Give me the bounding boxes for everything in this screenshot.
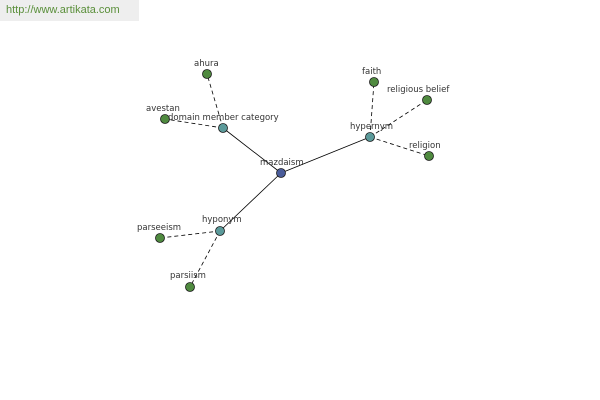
edge-hypernym-religion bbox=[369, 136, 430, 157]
node-label-root: mazdaism bbox=[260, 158, 304, 168]
node-label-relation-hyponym: hyponym bbox=[202, 215, 242, 225]
node-label-relation-domain-member-category: domain member category bbox=[168, 113, 279, 123]
node-label-leaf-avestan: avestan bbox=[146, 104, 180, 114]
edge-root-hypernym bbox=[280, 136, 371, 174]
node-leaf-parseeism[interactable] bbox=[155, 233, 165, 243]
node-leaf-faith[interactable] bbox=[369, 77, 379, 87]
node-leaf-religious-belief[interactable] bbox=[422, 95, 432, 105]
node-label-leaf-religion: religion bbox=[409, 141, 441, 151]
edge-hypernym-religious-belief bbox=[369, 99, 428, 138]
graph-edges bbox=[159, 73, 430, 288]
watermark-url[interactable]: http://www.artikata.com bbox=[0, 0, 139, 21]
node-label-leaf-religious-belief: religious belief bbox=[387, 85, 450, 95]
edge-hyponym-parsiism bbox=[189, 230, 221, 288]
node-label-leaf-parseeism: parseeism bbox=[137, 223, 181, 233]
node-root[interactable] bbox=[276, 168, 286, 178]
node-label-relation-hypernym: hypernym bbox=[350, 122, 393, 132]
node-label-leaf-parsiism: parsiism bbox=[170, 271, 206, 281]
node-leaf-parsiism[interactable] bbox=[185, 282, 195, 292]
edge-hypernym-faith bbox=[369, 81, 375, 138]
node-label-leaf-ahura: ahura bbox=[194, 59, 219, 69]
node-leaf-avestan[interactable] bbox=[160, 114, 170, 124]
graph-labels: mazdaism domain member category ahura avest… bbox=[137, 59, 450, 281]
node-relation-hyponym[interactable] bbox=[215, 226, 225, 236]
edge-root-domain-member-category bbox=[222, 127, 282, 174]
graph-nodes bbox=[155, 69, 434, 292]
node-label-leaf-faith: faith bbox=[362, 67, 381, 77]
edge-hyponym-parseeism bbox=[159, 230, 221, 239]
node-relation-domain-member-category[interactable] bbox=[218, 123, 228, 133]
edge-domain-member-category-ahura bbox=[206, 73, 224, 129]
node-leaf-ahura[interactable] bbox=[202, 69, 212, 79]
node-leaf-religion[interactable] bbox=[424, 151, 434, 161]
edge-domain-member-category-avestan bbox=[164, 118, 224, 129]
node-relation-hypernym[interactable] bbox=[365, 132, 375, 142]
edge-root-hyponym bbox=[219, 172, 282, 232]
